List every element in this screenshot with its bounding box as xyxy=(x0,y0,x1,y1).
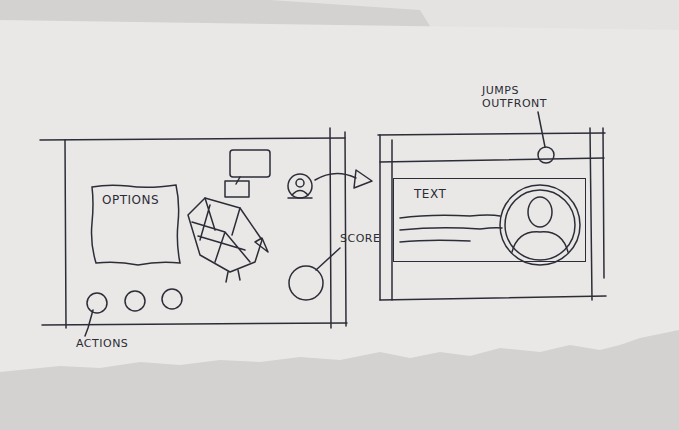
node-text: OPTIONS xyxy=(102,193,182,207)
action-button xyxy=(162,289,182,309)
character-sketch xyxy=(192,198,250,262)
frame-line xyxy=(345,132,346,326)
callout-label: JUMPS OUTFRONT xyxy=(482,84,556,110)
avatar-head xyxy=(296,179,304,187)
small-box xyxy=(225,181,249,197)
callout-label: SCORE xyxy=(340,232,400,245)
avatar-body xyxy=(292,191,308,196)
callout-label: ACTIONS xyxy=(76,337,166,350)
leader-line xyxy=(538,112,545,147)
frame-line xyxy=(590,128,592,300)
score-circle xyxy=(289,266,323,300)
text-scribble xyxy=(400,240,470,242)
frame-line xyxy=(42,323,347,325)
transition-arrow xyxy=(315,173,356,180)
character-sketch xyxy=(255,238,268,252)
leader-line xyxy=(85,310,93,336)
frame-line xyxy=(380,158,604,162)
avatar-base xyxy=(288,197,312,199)
arrow-head xyxy=(354,170,372,188)
node-text: TEXT xyxy=(414,187,585,201)
frame-line xyxy=(378,133,605,135)
frame-line xyxy=(603,128,604,278)
frame-line xyxy=(65,140,66,328)
character-sketch xyxy=(188,198,262,272)
text-scribble xyxy=(400,215,500,218)
marker-circle xyxy=(538,147,554,163)
character-sketch xyxy=(226,270,240,282)
frame-line xyxy=(40,138,345,140)
avatar-circle xyxy=(288,174,312,198)
leader-line xyxy=(316,248,340,270)
options-panel: OPTIONS xyxy=(88,183,182,267)
avatar-circle xyxy=(500,185,580,265)
frame-line xyxy=(379,135,381,300)
frame-line xyxy=(330,128,331,328)
action-button xyxy=(87,293,107,313)
text-scribble xyxy=(400,228,502,230)
frame-line xyxy=(380,296,606,300)
action-button xyxy=(125,291,145,311)
avatar-circle xyxy=(505,190,575,260)
avatar-head xyxy=(528,197,552,227)
text-panel: TEXT xyxy=(393,178,586,262)
avatar-body xyxy=(512,232,568,252)
speech-bubble xyxy=(230,150,270,177)
paper-sheet xyxy=(0,20,679,372)
